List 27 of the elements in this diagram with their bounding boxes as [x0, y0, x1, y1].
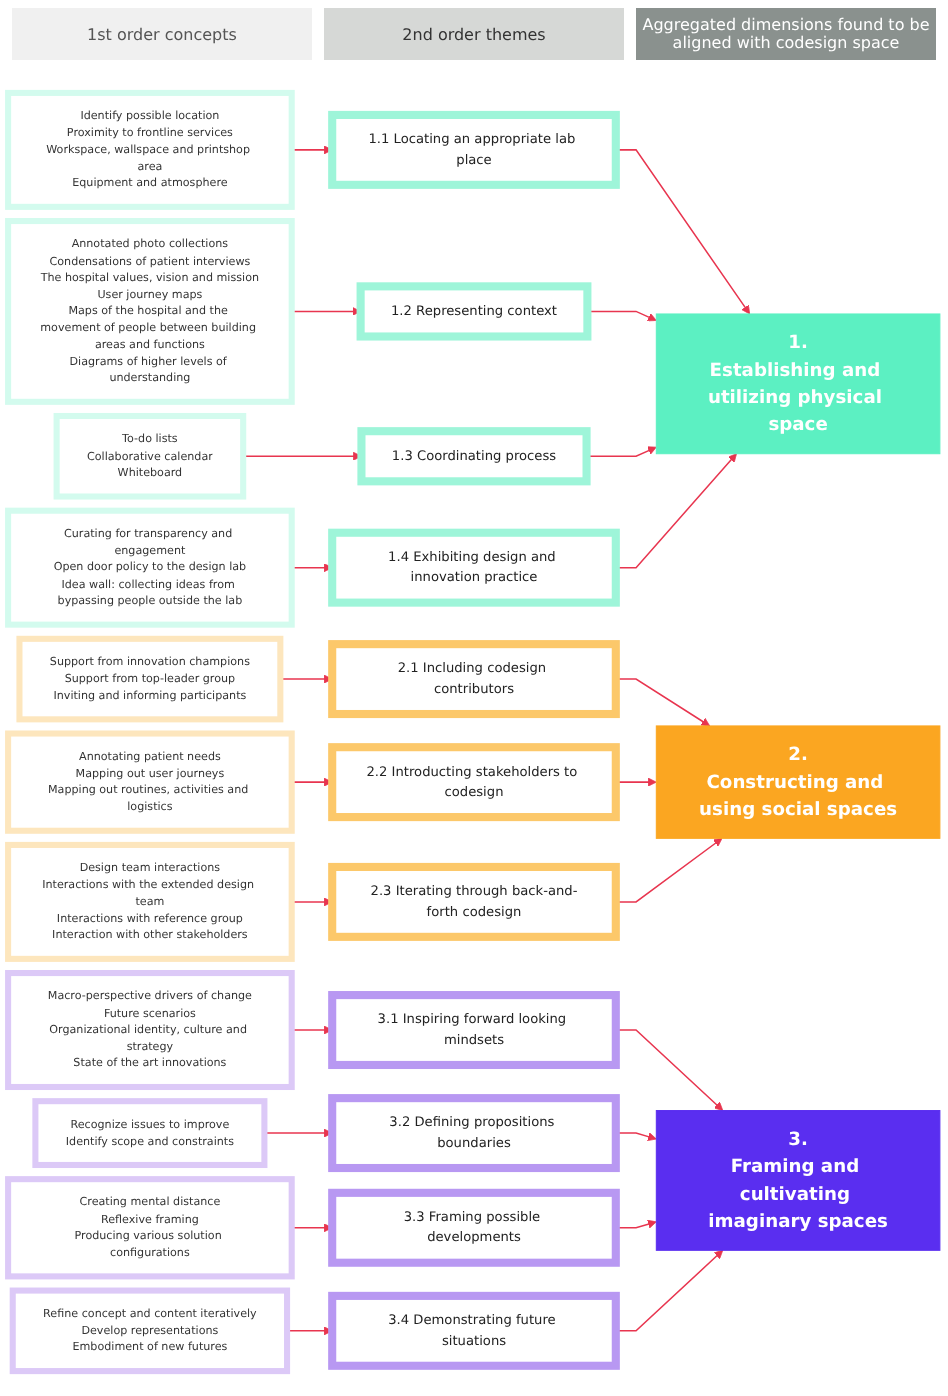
arrow [290, 306, 361, 316]
arrow [615, 453, 737, 569]
arrow [290, 777, 333, 787]
arrow [290, 563, 333, 573]
arrow [263, 1128, 333, 1138]
arrow [286, 1326, 333, 1336]
arrow [615, 837, 723, 903]
column-header: 2nd order themes [324, 8, 624, 60]
arrow [615, 1249, 724, 1332]
arrow [615, 1029, 724, 1111]
arrow [615, 777, 657, 787]
arrow [615, 678, 711, 727]
arrow [279, 674, 333, 684]
arrow [615, 149, 751, 315]
arrow [586, 310, 657, 322]
arrow [615, 1132, 657, 1141]
column-header: 1st order concepts [12, 8, 312, 60]
node-box: 1. Establishing and utilizing physical space [655, 313, 941, 455]
column-header: Aggregated dimensions found to be aligned with codesign space [636, 8, 936, 60]
node-box: 3. Framing and cultivating imaginary spaces [655, 1110, 941, 1251]
arrow [242, 451, 362, 461]
arrow [290, 897, 333, 907]
arrow [290, 1223, 333, 1233]
node-box: 2. Constructing and using social spaces [655, 725, 941, 839]
arrow [615, 1219, 657, 1229]
arrow [290, 1025, 333, 1035]
arrow [290, 145, 333, 155]
